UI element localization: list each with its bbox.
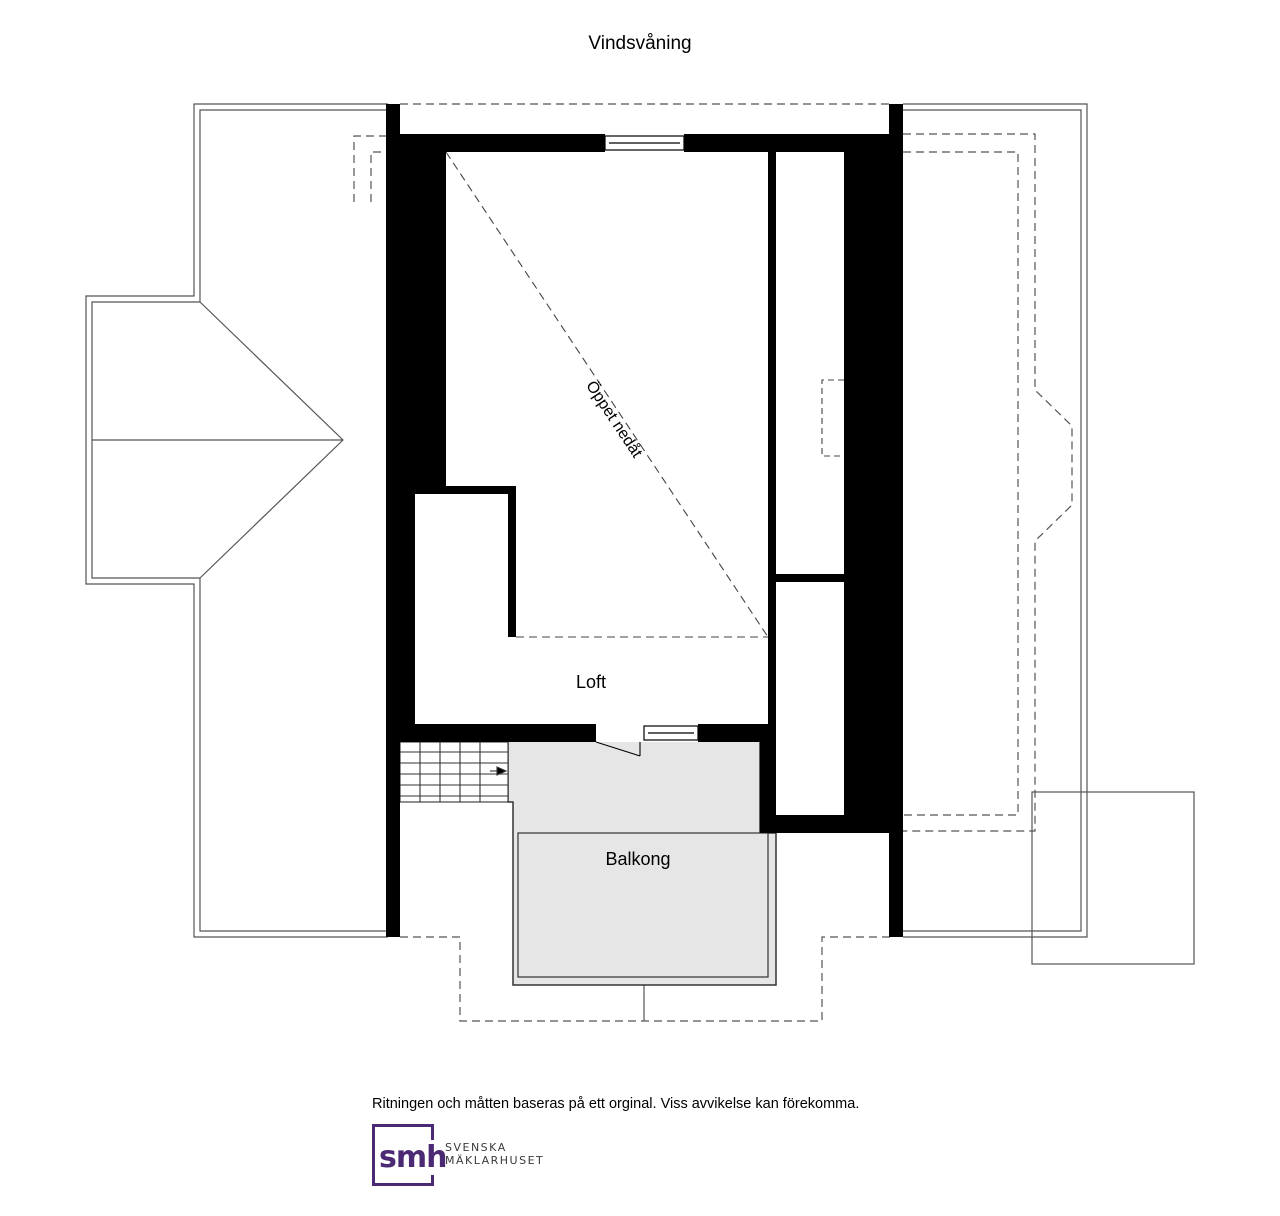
walls [386, 104, 903, 937]
logo-line-1: SVENSKA [445, 1141, 507, 1154]
room-label-balkong: Balkong [605, 849, 670, 869]
roof-outline-left [85, 103, 388, 938]
stairs [399, 741, 509, 803]
logo-wordmark: SVENSKA MÄKLARHUSET [445, 1141, 544, 1167]
window-top [604, 135, 685, 151]
roof-edge-bottom [400, 936, 890, 1022]
balcony-area [507, 742, 777, 986]
window-bottom [643, 725, 699, 741]
balcony-door [595, 741, 641, 757]
room-label-loft: Loft [576, 672, 606, 692]
label-open-below: Öppet nedåt [582, 378, 646, 462]
chimney-outline [821, 379, 844, 457]
brand-logo: smh SVENSKA MÄKLARHUSET [372, 1124, 572, 1192]
floor-title: Vindsvåning [588, 33, 692, 54]
logo-mark: smh [378, 1140, 447, 1175]
disclaimer-text: Ritningen och måtten baseras på ett orgi… [372, 1096, 860, 1112]
roof-outline-right [903, 103, 1195, 965]
logo-line-2: MÄKLARHUSET [445, 1154, 545, 1167]
open-below-marker [445, 151, 769, 638]
